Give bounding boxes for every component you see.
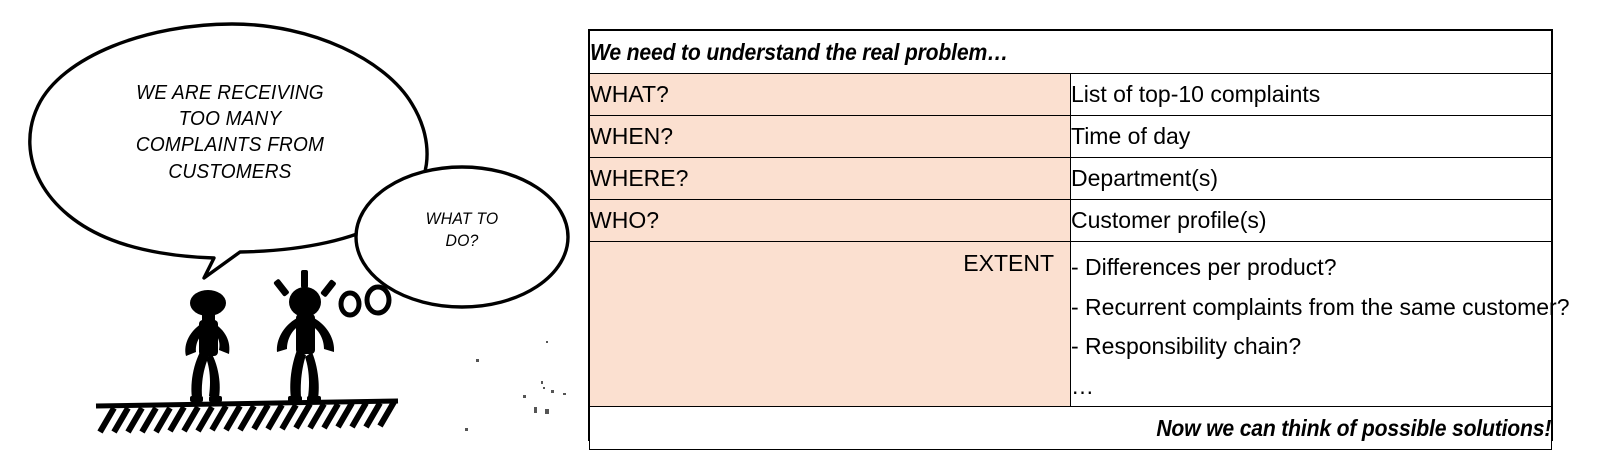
question-value-who: Customer profile(s) (1070, 199, 1552, 242)
table-row: WHO? Customer profile(s) (589, 199, 1552, 242)
question-value-when: Time of day (1070, 115, 1552, 158)
small-speech-bubble-text: WHAT TO DO? (425, 209, 499, 250)
stick-figure-right (273, 270, 336, 403)
table-header-row: We need to understand the real problem… (589, 30, 1552, 74)
question-key-what: WHAT? (589, 73, 1071, 116)
small-speech-bubble-shape (354, 165, 570, 309)
extent-line: … (1071, 372, 1094, 399)
table-footer-cell: Now we can think of possible solutions! (589, 406, 1552, 451)
problem-definition-table: We need to understand the real problem… … (588, 29, 1570, 451)
question-value-where: Department(s) (1070, 157, 1552, 200)
table-row: WHEN? Time of day (589, 115, 1552, 158)
stick-figure-left (185, 290, 230, 402)
table-row-extent: EXTENT - Differences per product? - Recu… (589, 240, 1570, 408)
table-row: WHAT? List of top-10 complaints (589, 73, 1552, 116)
question-value-extent: - Differences per product? - Recurrent c… (1070, 240, 1570, 408)
table-header-cell: We need to understand the real problem… (589, 30, 1552, 74)
extent-line: - Differences per product? (1071, 254, 1337, 280)
ground-line (95, 398, 399, 434)
question-key-extent: EXTENT (589, 240, 1071, 408)
extent-line: - Recurrent complaints from the same cus… (1071, 293, 1570, 320)
table-row: WHERE? Department(s) (589, 157, 1552, 200)
big-speech-bubble-text: WE ARE RECEIVING TOO MANY COMPLAINTS FRO… (135, 81, 325, 183)
question-key-when: WHEN? (589, 115, 1071, 158)
table-footer-text: Now we can think of possible solutions! (1156, 414, 1551, 441)
table-header-text: We need to understand the real problem… (590, 38, 1009, 65)
extent-line: - Responsibility chain? (1071, 333, 1302, 360)
table-footer-row: Now we can think of possible solutions! (589, 406, 1552, 451)
big-speech-bubble-shape (28, 22, 429, 280)
question-key-who: WHO? (589, 199, 1071, 242)
question-value-what: List of top-10 complaints (1070, 73, 1552, 116)
thought-bubble-circle-large (364, 284, 392, 316)
scatter-specks (465, 341, 566, 431)
idea-spark-left (273, 279, 289, 297)
idea-spark-right (320, 279, 336, 297)
illustration-panel: WE ARE RECEIVING TOO MANY COMPLAINTS FRO… (0, 0, 585, 467)
idea-spark-center (301, 270, 308, 288)
qtable: We need to understand the real problem… … (589, 30, 1570, 451)
thought-bubble-circle-small (338, 290, 362, 318)
stick-figure-illustration-svg (28, 22, 570, 434)
question-key-where: WHERE? (589, 157, 1071, 200)
